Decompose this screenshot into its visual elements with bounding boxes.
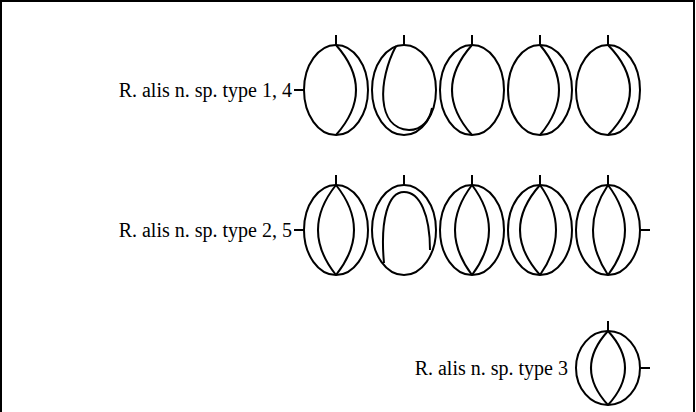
grain-outline <box>576 331 640 405</box>
grain-outline <box>508 45 572 135</box>
orientation-tick <box>403 175 405 185</box>
orientation-tick <box>640 229 650 231</box>
orientation-tick <box>294 229 304 231</box>
orientation-tick <box>294 89 304 91</box>
grain-outline <box>372 185 436 275</box>
grain-outline <box>304 45 368 135</box>
orientation-tick <box>539 35 541 45</box>
orientation-tick <box>607 175 609 185</box>
grain-outline <box>440 45 504 135</box>
grain-fold <box>591 331 625 405</box>
grain-fold <box>452 45 472 135</box>
grain-fold <box>455 185 489 275</box>
orientation-tick <box>471 175 473 185</box>
grain-outline <box>508 185 572 275</box>
grain-outline <box>576 185 640 275</box>
orientation-tick <box>539 175 541 185</box>
grain-fold <box>520 185 556 275</box>
grain-fold <box>383 46 432 130</box>
grain-fold <box>608 45 630 135</box>
grain-outline <box>304 185 368 275</box>
grain-outline <box>576 45 640 135</box>
orientation-tick <box>607 35 609 45</box>
grain-fold <box>318 185 354 275</box>
grain-fold <box>593 185 625 275</box>
row-label: R. alis n. sp. type 1, 4 <box>119 78 292 102</box>
grain-outline <box>372 45 436 135</box>
orientation-tick <box>471 35 473 45</box>
grain-outline <box>440 185 504 275</box>
grain-fold <box>336 45 356 135</box>
orientation-tick <box>403 35 405 45</box>
orientation-tick <box>335 35 337 45</box>
row-label: R. alis n. sp. type 2, 5 <box>119 218 292 242</box>
grain-fold <box>383 192 430 263</box>
row-label: R. alis n. sp. type 3 <box>415 356 568 380</box>
orientation-tick <box>335 175 337 185</box>
grain-fold <box>540 45 559 135</box>
orientation-tick <box>640 367 650 369</box>
orientation-tick <box>607 321 609 331</box>
